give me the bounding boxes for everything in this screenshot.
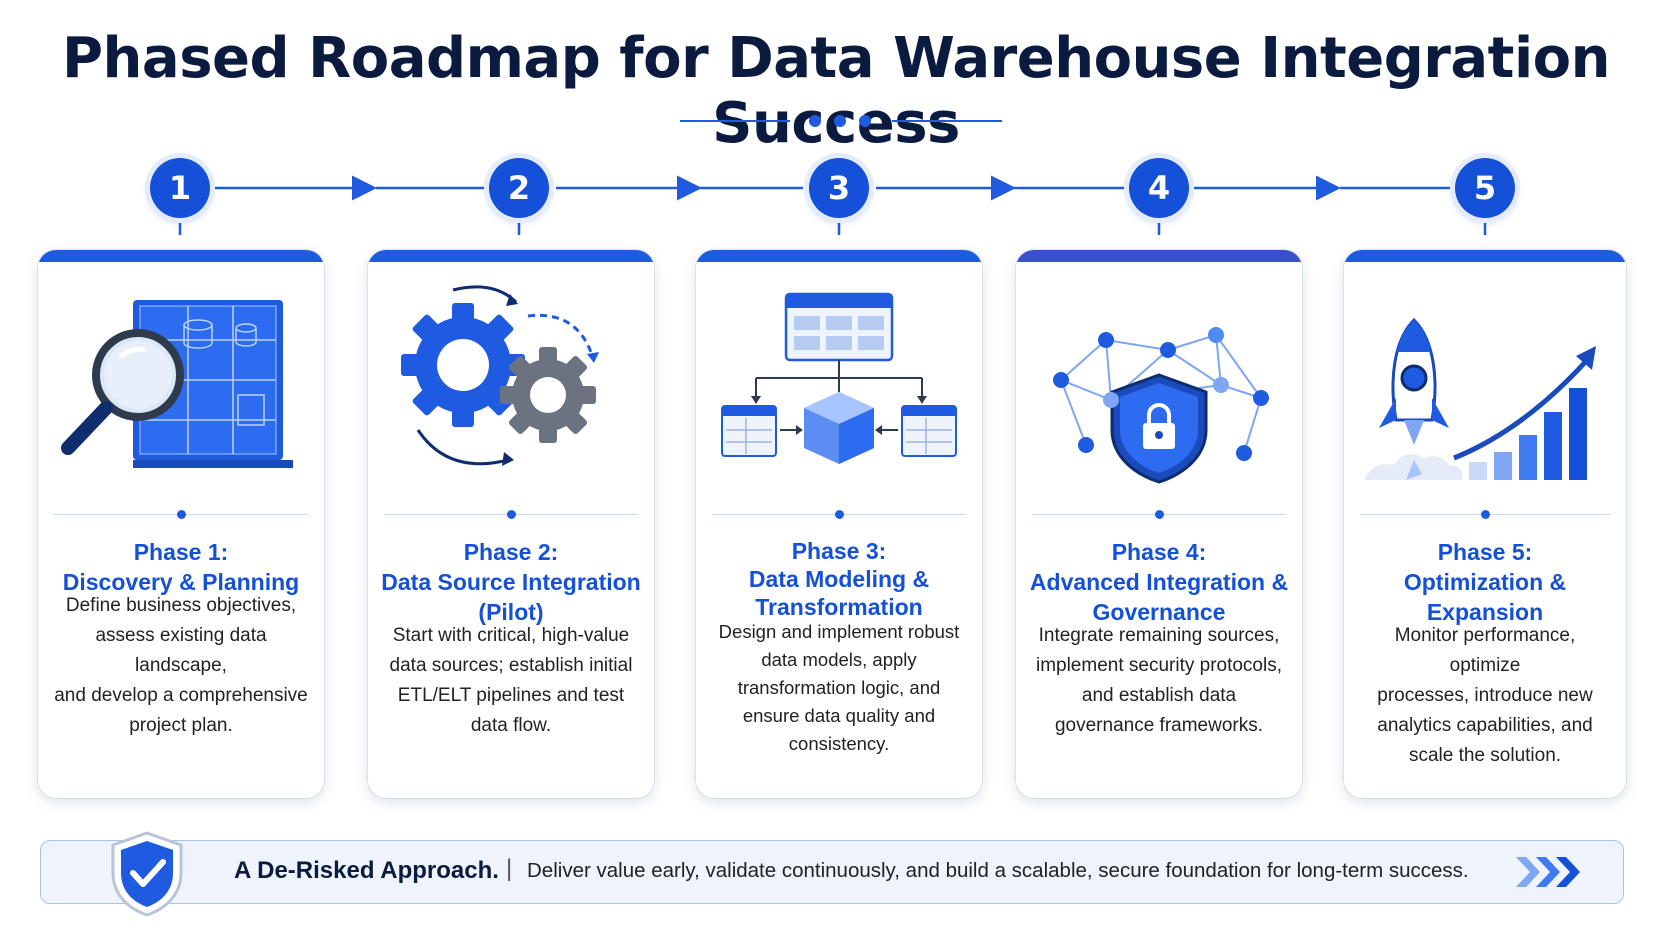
phase-5-badge: 5: [1455, 158, 1515, 218]
phase-card-5: Phase 5:Optimization &Expansion Monitor …: [1344, 250, 1626, 798]
phase-card-2: Phase 2:Data Source Integration(Pilot) S…: [368, 250, 654, 798]
shield-check-icon: [111, 831, 183, 917]
page-title: Phased Roadmap for Data Warehouse Integr…: [62, 26, 1611, 156]
triple-chevron-icon: [1516, 857, 1580, 887]
magnifier-blueprint-icon: [61, 300, 293, 468]
phase-5-title: Phase 5:Optimization &Expansion: [1403, 539, 1567, 625]
footer-description: Deliver value early, validate continuous…: [527, 859, 1469, 882]
phase-1-title: Phase 1:Discovery & Planning: [62, 539, 300, 595]
phase-card-3: Phase 3:Data Modeling &Transformation De…: [696, 250, 982, 798]
timeline-connectors: [178, 175, 1487, 235]
phase-1-description: Define business objectives,assess existi…: [54, 595, 308, 736]
data-model-icon: [721, 292, 957, 464]
phase-3-badge: 3: [809, 158, 869, 218]
title-divider: [680, 110, 1002, 132]
footer-banner: A De-Risked Approach. | Deliver value ea…: [40, 831, 1624, 917]
phase-2-title: Phase 2:Data Source Integration(Pilot): [381, 539, 641, 625]
footer-headline: A De-Risked Approach.: [234, 857, 499, 884]
phase-3-title: Phase 3:Data Modeling &Transformation: [748, 538, 930, 620]
phase-card-1: Phase 1:Discovery & Planning Define busi…: [38, 250, 324, 798]
phase-2-badge: 2: [489, 158, 549, 218]
footer-separator: |: [506, 855, 513, 882]
phase-1-badge: 1: [150, 158, 210, 218]
rocket-growth-icon: [1364, 317, 1596, 480]
gears-icon: [401, 285, 599, 466]
phase-4-badge: 4: [1129, 158, 1189, 218]
phase-4-title: Phase 4:Advanced Integration &Governance: [1029, 539, 1289, 625]
shield-network-icon: [1053, 327, 1269, 484]
phase-card-4: Phase 4:Advanced Integration &Governance…: [1016, 250, 1302, 798]
phase-4-description: Integrate remaining sources,implement se…: [1035, 625, 1283, 736]
